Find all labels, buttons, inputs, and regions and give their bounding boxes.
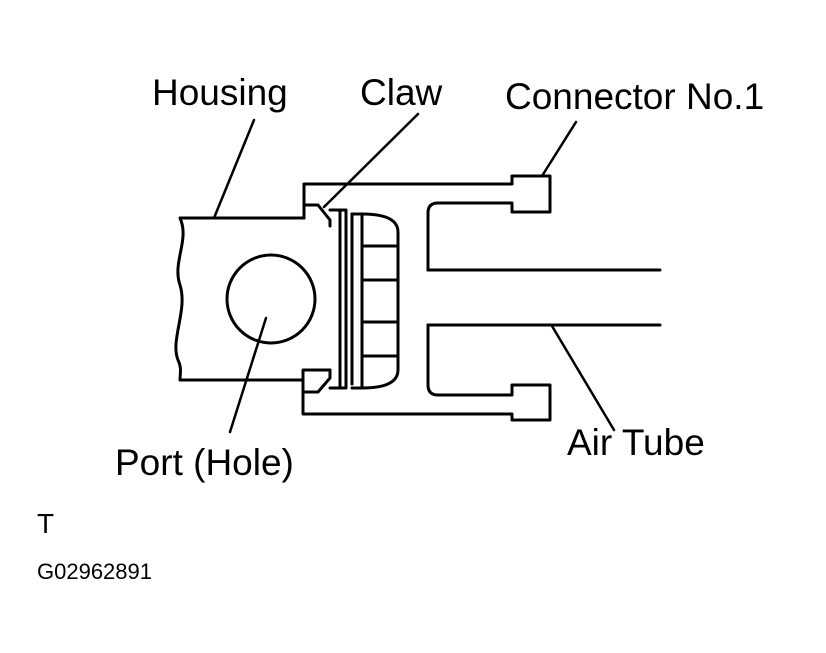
leader-claw	[322, 112, 420, 209]
connector-label: Connector No.1	[505, 76, 765, 117]
leader-connector	[540, 120, 578, 178]
leader-port	[228, 316, 268, 434]
housing-label: Housing	[152, 72, 288, 113]
inner-rim	[328, 208, 348, 390]
port-label: Port (Hole)	[115, 442, 294, 483]
port-hole	[225, 253, 317, 345]
leader-air-tube	[550, 324, 616, 432]
leader-housing	[212, 118, 256, 220]
connector-upper-shell	[302, 174, 552, 272]
seal-body	[350, 212, 400, 390]
footer-mark: T	[37, 508, 55, 539]
connector-lower-shell	[301, 323, 552, 422]
claw-upper	[302, 203, 332, 228]
housing-body	[174, 216, 332, 382]
footer-code: G02962891	[37, 559, 152, 584]
claw-lower	[301, 368, 332, 394]
claw-label: Claw	[360, 72, 443, 113]
air-tube-label: Air Tube	[567, 422, 705, 463]
